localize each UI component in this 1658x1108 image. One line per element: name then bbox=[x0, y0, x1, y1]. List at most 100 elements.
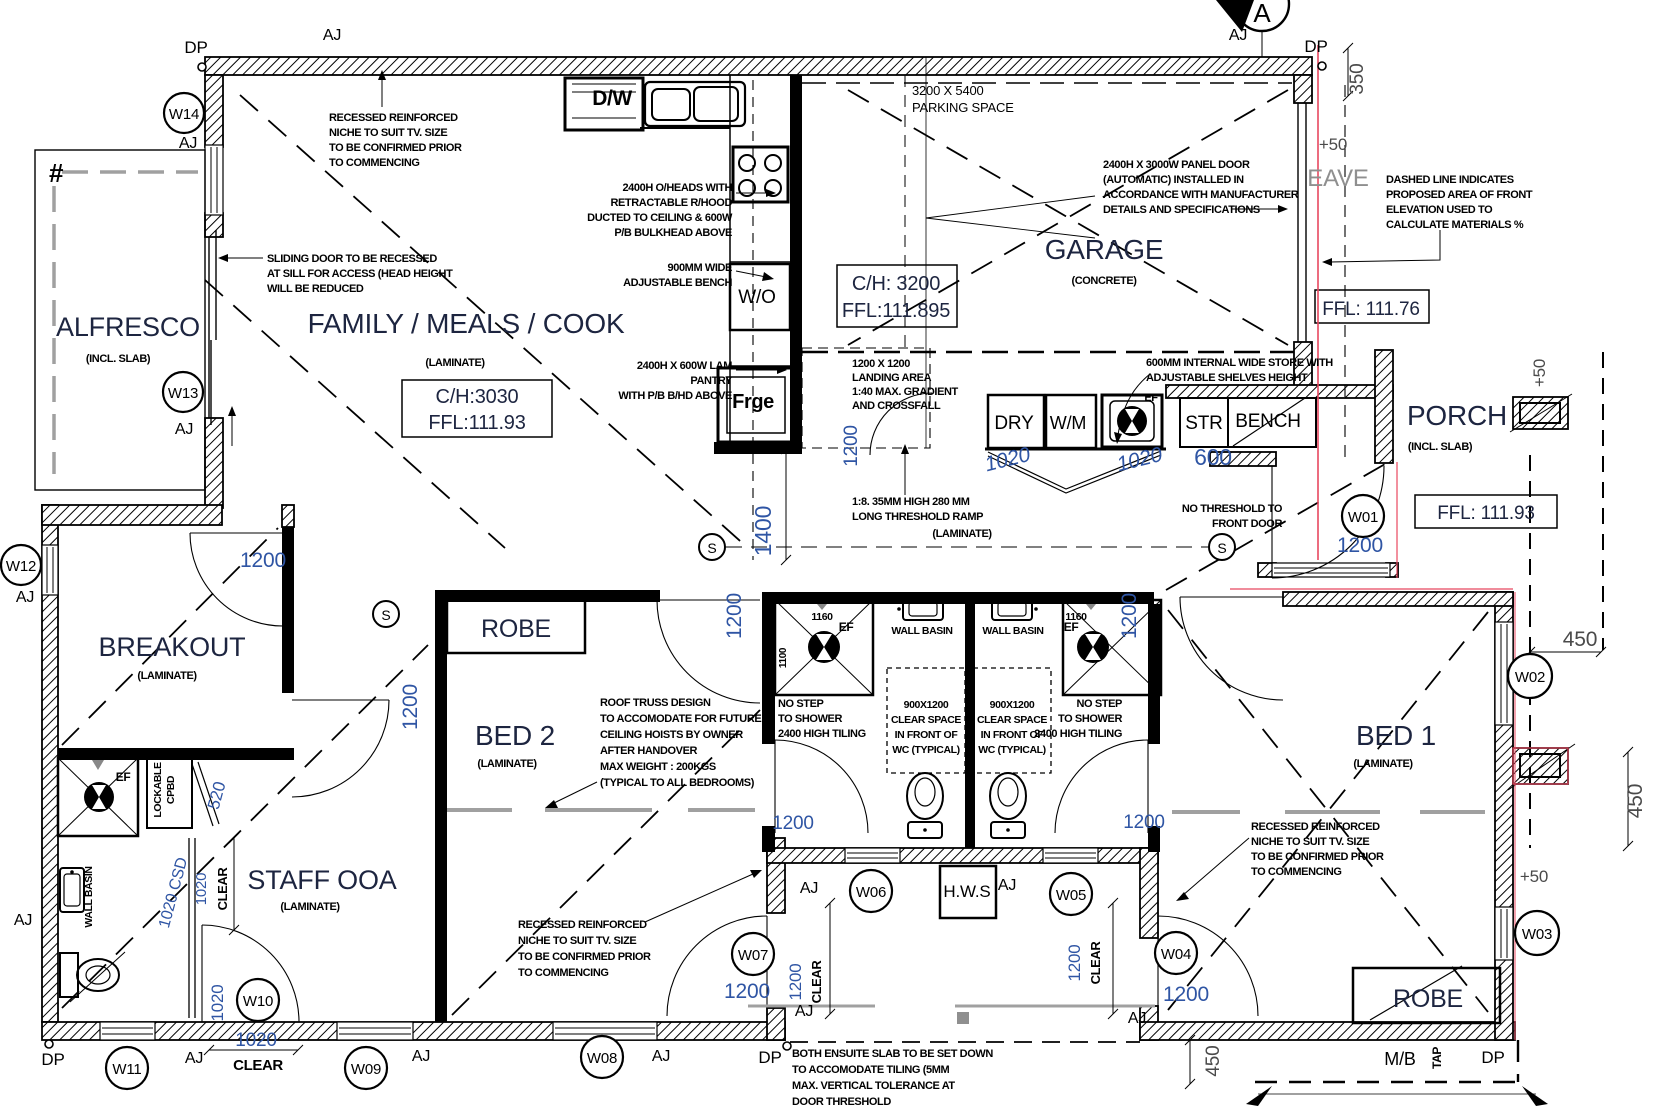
toilet-ens1 bbox=[906, 772, 944, 839]
tag-w12: W12 bbox=[6, 558, 36, 575]
room-sub-garage: (CONCRETE) bbox=[1071, 275, 1137, 287]
label-tap: TAP bbox=[1430, 1047, 1444, 1069]
mark-aj-court-3: AJ bbox=[1128, 1010, 1146, 1027]
tag-w07: W07 bbox=[738, 947, 768, 964]
label-ef-laundry: EF bbox=[1144, 392, 1158, 404]
robe-bed1 bbox=[1351, 965, 1502, 1025]
tag-w10: W10 bbox=[243, 993, 273, 1010]
room-label-porch: PORCH bbox=[1407, 400, 1507, 431]
garage-panel-door bbox=[1297, 103, 1307, 342]
alfresco-outline bbox=[34, 149, 206, 491]
label-dryer: DRY bbox=[994, 413, 1034, 434]
basin-ens2 bbox=[991, 597, 1038, 621]
label-hash-mark: # bbox=[49, 158, 64, 188]
dim-clear-w10-bottom: CLEAR bbox=[233, 1057, 283, 1074]
label-eave: EAVE bbox=[1307, 165, 1368, 192]
room-sub-alfresco: (INCL. SLAB) bbox=[86, 353, 151, 365]
tag-w08: W08 bbox=[587, 1050, 617, 1067]
tag-w01: W01 bbox=[1348, 509, 1378, 526]
label-dishwasher: D/W bbox=[592, 87, 632, 110]
mark-aj-w12: AJ bbox=[16, 589, 34, 606]
dishwasher bbox=[563, 76, 645, 132]
wall-basin-left-fixture bbox=[59, 867, 85, 913]
tag-w04: W04 bbox=[1161, 946, 1191, 963]
mark-dp-top-right: DP bbox=[1304, 37, 1327, 56]
dim-1200-w04: 1200 bbox=[1163, 983, 1209, 1006]
room-label-breakout: BREAKOUT bbox=[99, 632, 246, 662]
room-sub-porch: (INCL. SLAB) bbox=[1408, 441, 1473, 453]
tag-section-a: A bbox=[1253, 0, 1271, 28]
dim-1200-clear-w04: 1200 bbox=[1065, 944, 1084, 981]
mark-aj-w13: AJ bbox=[175, 421, 193, 438]
door-swings bbox=[189, 392, 1385, 1023]
label-ef-bath: EF bbox=[116, 770, 131, 784]
room-sub-family: (LAMINATE) bbox=[425, 357, 485, 369]
fixtures bbox=[34, 75, 1576, 1025]
shower-bath bbox=[56, 756, 140, 838]
laundry-appliances bbox=[985, 393, 1317, 494]
mark-dp-bottom-mid: DP bbox=[758, 1048, 781, 1067]
label-wall-basin-2: WALL BASIN bbox=[982, 625, 1043, 637]
room-sub-bed2: (LAMINATE) bbox=[477, 758, 537, 770]
mark-dp-bottom-left: DP bbox=[41, 1050, 64, 1069]
dim-1200-bed2-door: 1200 bbox=[399, 684, 422, 730]
dim-1200-landing: 1200 bbox=[841, 425, 862, 466]
mark-aj-w14: AJ bbox=[179, 135, 197, 152]
dim-1400: 1400 bbox=[750, 506, 776, 556]
dim-1020-wir: 1020 bbox=[193, 873, 210, 906]
gray-lines bbox=[52, 170, 1485, 1024]
window-w12 bbox=[41, 544, 59, 596]
dim-plus50-eave: +50 bbox=[1319, 135, 1347, 154]
label-bench: BENCH bbox=[1235, 411, 1301, 432]
tag-w11: W11 bbox=[112, 1061, 141, 1078]
dim-1020-csd: 1020 CSD bbox=[156, 856, 191, 930]
dim-350: 350 bbox=[1347, 63, 1368, 94]
dim-1200-ens1: 1200 bbox=[723, 593, 746, 639]
dim-450-bottom: 450 bbox=[1203, 1045, 1224, 1076]
porch-pier bbox=[1509, 393, 1573, 433]
label-washing-machine: W/M bbox=[1050, 413, 1086, 433]
room-label-bed1: BED 1 bbox=[1356, 720, 1436, 751]
hws-unit bbox=[938, 864, 998, 920]
dim-clear-w07: CLEAR bbox=[809, 960, 824, 1004]
tag-w06: W06 bbox=[856, 884, 886, 901]
window-w09 bbox=[336, 1021, 414, 1041]
csd-track bbox=[188, 838, 196, 1018]
dim-plus50-porch: +50 bbox=[1530, 359, 1549, 387]
mark-aj-court-2: AJ bbox=[795, 1003, 813, 1020]
dim-plus50-right: +50 bbox=[1520, 867, 1548, 886]
tag-w13: W13 bbox=[168, 385, 198, 402]
label-wall-oven: W/O bbox=[738, 287, 775, 308]
dim-1020-w10: 1020 bbox=[208, 984, 227, 1021]
dim-1200-w01: 1200 bbox=[1337, 534, 1383, 557]
dim-1200-w07: 1200 bbox=[724, 980, 770, 1003]
dim-clear-w04: CLEAR bbox=[1088, 941, 1103, 985]
dim-clear-wir: CLEAR bbox=[215, 867, 230, 911]
sliding-door-alfresco bbox=[208, 230, 217, 425]
room-sub-breakout: (LAMINATE) bbox=[137, 670, 197, 682]
dimension-lines bbox=[203, 42, 1634, 1106]
dim-1200-court-right: 1200 bbox=[1123, 812, 1164, 833]
toilet-bath bbox=[59, 951, 126, 1003]
room-sub-staff-ooa: (LAMINATE) bbox=[280, 901, 340, 913]
dim-1200-clear-w07: 1200 bbox=[786, 963, 805, 1000]
label-ef-ens1: EF bbox=[839, 620, 854, 634]
dim-1200-court-left: 1200 bbox=[772, 813, 813, 834]
tag-s-porch: S bbox=[1217, 540, 1226, 556]
label-robe-bed1: ROBE bbox=[1393, 985, 1463, 1013]
mark-dp-top-left: DP bbox=[184, 38, 207, 57]
dim-600-store: 600 bbox=[1194, 444, 1232, 470]
niche-bump bbox=[1507, 743, 1576, 791]
mark-aj-top-left: AJ bbox=[323, 27, 341, 44]
